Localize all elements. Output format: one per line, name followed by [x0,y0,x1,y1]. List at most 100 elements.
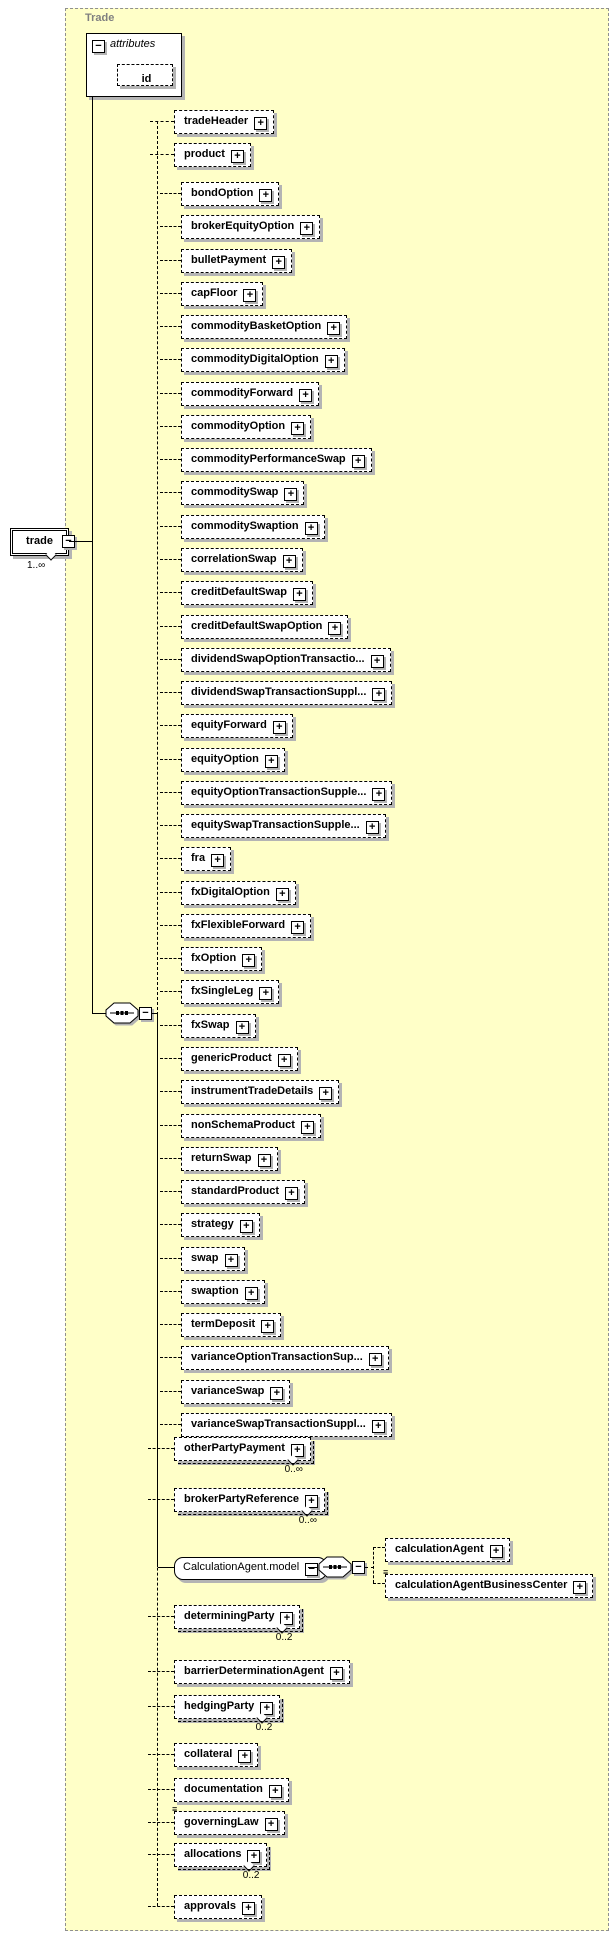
element-box-equityOptionTransactionSupple[interactable]: equityOptionTransactionSupple...+ [181,781,393,805]
element-box-genericProduct[interactable]: genericProduct+ [181,1047,298,1071]
expand-icon[interactable]: + [300,1121,314,1134]
element-box-commodityPerformanceSwap[interactable]: commodityPerformanceSwap+ [181,448,372,472]
element-box-equityForward[interactable]: equityForward+ [181,714,293,738]
element-box-varianceOptionTransactionSup[interactable]: varianceOptionTransactionSup...+ [181,1346,389,1370]
expand-icon[interactable]: + [365,821,379,834]
expand-icon[interactable]: + [299,389,313,402]
element-box-nonSchemaProduct[interactable]: nonSchemaProduct+ [181,1114,321,1138]
element-box-calculationAgent[interactable]: calculationAgent+ [385,1538,510,1562]
element-box-fxSwap[interactable]: fxSwap+ [181,1014,256,1038]
element-box-barrierDeterminationAgent[interactable]: barrierDeterminationAgent+ [174,1660,350,1684]
element-box-equitySwapTransactionSupple[interactable]: equitySwapTransactionSupple...+ [181,814,386,838]
expand-icon[interactable]: + [328,622,342,635]
element-box-correlationSwap[interactable]: correlationSwap+ [181,548,303,572]
expand-icon[interactable]: + [257,1154,271,1167]
element-box-swap[interactable]: swap+ [181,1247,245,1271]
element-box-commodityForward[interactable]: commodityForward+ [181,382,320,406]
element-box-varianceSwap[interactable]: varianceSwap+ [181,1380,291,1404]
element-box-bondOption[interactable]: bondOption+ [181,182,280,206]
element-box-product[interactable]: product+ [174,143,251,167]
expand-icon[interactable]: + [264,755,278,768]
expand-icon[interactable]: + [238,1750,252,1763]
expand-icon[interactable]: + [230,150,244,163]
element-box-strategy[interactable]: strategy+ [181,1213,260,1237]
sequence-compositor-icon[interactable] [105,1002,139,1024]
element-box-returnSwap[interactable]: returnSwap+ [181,1147,278,1171]
expand-icon[interactable]: + [291,921,305,934]
expand-icon[interactable]: + [272,721,286,734]
element-box-commodityBasketOption[interactable]: commodityBasketOption+ [181,315,348,339]
expand-icon[interactable]: + [235,1021,249,1034]
element-box-documentation[interactable]: documentation+ [174,1778,289,1802]
element-box-hedgingParty[interactable]: hedgingParty+ [174,1695,284,1724]
element-box-fxFlexibleForward[interactable]: fxFlexibleForward+ [181,914,312,938]
expand-icon[interactable]: + [241,1902,255,1915]
expand-icon[interactable]: + [259,189,273,202]
element-box-commoditySwaption[interactable]: commoditySwaption+ [181,515,325,539]
element-box-swaption[interactable]: swaption+ [181,1280,265,1304]
expand-icon[interactable]: + [277,1054,291,1067]
expand-icon[interactable]: + [264,1818,278,1831]
collapse-icon[interactable]: − [92,40,105,53]
element-box-brokerEquityOption[interactable]: brokerEquityOption+ [181,215,321,239]
expand-icon[interactable]: + [324,355,338,368]
collapse-icon[interactable]: − [305,1563,319,1576]
expand-icon[interactable]: + [319,1087,333,1100]
expand-icon[interactable]: + [268,1785,282,1798]
collapse-icon[interactable]: − [352,1561,365,1574]
element-box-collateral[interactable]: collateral+ [174,1743,259,1767]
element-box-equityOption[interactable]: equityOption+ [181,748,285,772]
element-box-allocations[interactable]: allocations+ [174,1843,271,1872]
element-box-fxOption[interactable]: fxOption+ [181,947,263,971]
expand-icon[interactable]: + [272,256,286,269]
expand-icon[interactable]: + [329,1667,343,1680]
expand-icon[interactable]: + [304,522,318,535]
element-box-dividendSwapOptionTransactio[interactable]: dividendSwapOptionTransactio...+ [181,648,391,672]
element-box-dividendSwapTransactionSuppl[interactable]: dividendSwapTransactionSuppl...+ [181,681,393,705]
expand-icon[interactable]: + [300,222,314,235]
element-box-governingLaw[interactable]: governingLaw+≡ [172,1805,285,1835]
expand-icon[interactable]: + [351,455,365,468]
expand-icon[interactable]: + [211,854,225,867]
expand-icon[interactable]: + [290,1444,304,1457]
expand-icon[interactable]: + [292,588,306,601]
element-box-creditDefaultSwapOption[interactable]: creditDefaultSwapOption+ [181,615,349,639]
root-element-trade[interactable]: trade − [10,528,75,561]
expand-icon[interactable]: + [573,1581,587,1594]
element-box-calculationAgentBusinessCenter[interactable]: calculationAgentBusinessCenter+≡ [383,1568,594,1598]
expand-icon[interactable]: + [371,1420,385,1433]
expand-icon[interactable]: + [224,1254,238,1267]
element-box-tradeHeader[interactable]: tradeHeader+ [174,110,275,134]
element-box-termDeposit[interactable]: termDeposit+ [181,1313,282,1337]
element-box-bulletPayment[interactable]: bulletPayment+ [181,249,293,273]
expand-icon[interactable]: + [270,1387,284,1400]
element-box-fra[interactable]: fra+ [181,847,232,871]
expand-icon[interactable]: + [259,987,273,1000]
sequence-compositor-icon[interactable] [318,1556,352,1578]
element-box-determiningParty[interactable]: determiningParty+ [174,1605,304,1634]
element-box-fxDigitalOption[interactable]: fxDigitalOption+ [181,881,296,905]
expand-icon[interactable]: + [284,488,298,501]
expand-icon[interactable]: + [489,1545,503,1558]
expand-icon[interactable]: + [282,555,296,568]
expand-icon[interactable]: + [280,1612,294,1625]
expand-icon[interactable]: + [291,422,305,435]
element-box-commodityOption[interactable]: commodityOption+ [181,415,312,439]
expand-icon[interactable]: + [285,1187,299,1200]
element-box-instrumentTradeDetails[interactable]: instrumentTradeDetails+ [181,1080,340,1104]
expand-icon[interactable]: + [327,322,341,335]
expand-icon[interactable]: + [372,788,386,801]
expand-icon[interactable]: + [247,1850,261,1863]
element-box-brokerPartyReference[interactable]: brokerPartyReference+ [174,1488,328,1517]
element-box-fxSingleLeg[interactable]: fxSingleLeg+ [181,980,280,1004]
element-box-creditDefaultSwap[interactable]: creditDefaultSwap+ [181,581,313,605]
expand-icon[interactable]: + [239,1220,253,1233]
element-box-capFloor[interactable]: capFloor+ [181,282,264,306]
expand-icon[interactable]: + [254,117,268,130]
element-box-varianceSwapTransactionSuppl[interactable]: varianceSwapTransactionSuppl...+ [181,1413,392,1437]
expand-icon[interactable]: + [244,1287,258,1300]
expand-icon[interactable]: + [275,888,289,901]
expand-icon[interactable]: + [370,655,384,668]
expand-icon[interactable]: + [368,1353,382,1366]
element-box-otherPartyPayment[interactable]: otherPartyPayment+ [174,1437,314,1466]
